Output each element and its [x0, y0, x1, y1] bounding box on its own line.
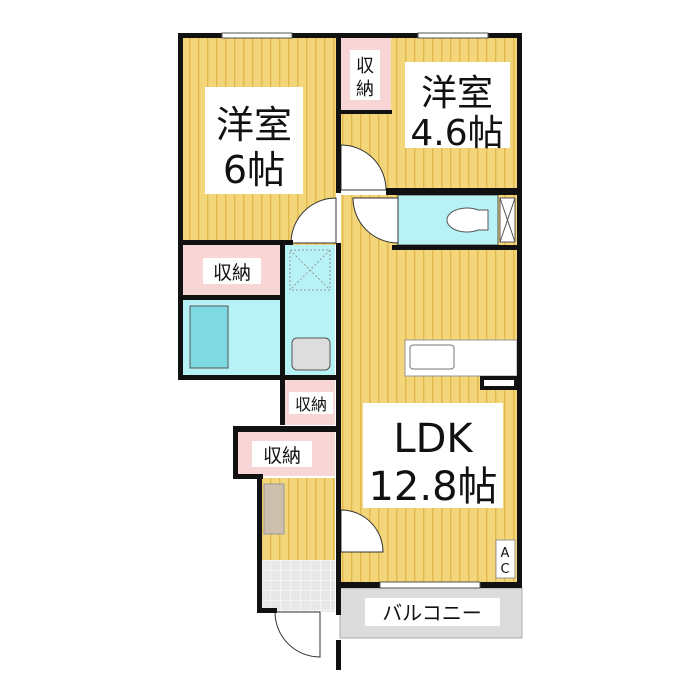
door-46	[340, 144, 387, 191]
storage-entry-label: 収納	[263, 445, 301, 467]
ac-label-1: A	[501, 546, 510, 561]
ldk-name: LDK	[393, 416, 474, 462]
washer-space	[289, 249, 331, 291]
ac-label-2: C	[500, 562, 509, 577]
front-door	[274, 611, 321, 658]
room-western-6-name: 洋室	[216, 103, 292, 147]
storage-small-label: 収納	[295, 395, 327, 414]
ldk-size: 12.8帖	[368, 464, 497, 510]
toilet-storage	[499, 197, 516, 243]
storage-mid-label: 収納	[213, 262, 251, 284]
window-46	[417, 32, 489, 39]
room-western-46-name: 洋室	[421, 73, 493, 114]
door-toilet	[352, 197, 399, 244]
storage-top-label-1: 収	[356, 56, 374, 77]
bathtub	[189, 305, 229, 369]
washbasin	[291, 337, 331, 371]
window-6	[221, 32, 293, 39]
entrance-tile	[262, 560, 335, 612]
storage-top-label-2: 納	[356, 79, 374, 100]
door-entry-ldk	[340, 509, 384, 553]
room-western-6-size: 6帖	[223, 148, 285, 192]
toilet-icon	[446, 207, 489, 233]
kitchen-sink	[409, 344, 455, 370]
room-western-46-size: 4.6帖	[410, 113, 503, 154]
window-ldk	[379, 581, 481, 589]
shoe-box	[263, 483, 285, 535]
balcony-label: バルコニー	[382, 601, 482, 625]
